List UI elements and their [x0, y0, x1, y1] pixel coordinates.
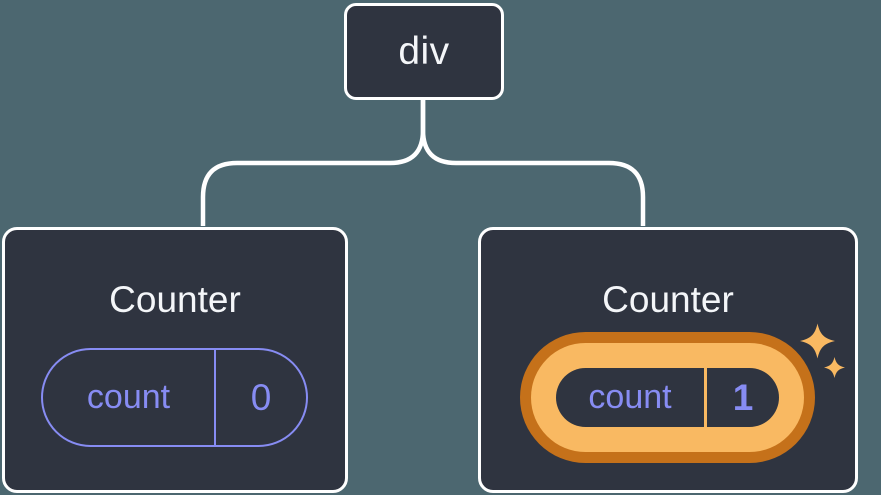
state-pill: count 0: [41, 348, 308, 447]
state-pill-highlight-ring-inner: count 1: [531, 343, 804, 452]
state-pill-highlighted: count 1: [556, 368, 779, 427]
counter-title: Counter: [602, 279, 734, 320]
sparkle-icon: [824, 357, 845, 378]
root-node-div: div: [344, 3, 504, 100]
counter-title: Counter: [109, 279, 241, 320]
counter-card-left: Counter count 0: [2, 227, 348, 493]
connector-right-branch: [420, 100, 646, 226]
state-key-label: count: [588, 378, 672, 416]
connector-left-branch: [200, 100, 426, 226]
state-pill-highlight-ring: count 1: [520, 332, 815, 463]
counter-card-right: Counter count 1: [478, 227, 858, 493]
state-pill-divider: [704, 368, 707, 427]
state-value: 1: [732, 376, 754, 418]
state-pill-divider: [214, 350, 216, 445]
sparkle-icon: [800, 323, 835, 359]
root-node-label: div: [398, 29, 450, 73]
state-value: 0: [250, 376, 272, 418]
state-key-label: count: [86, 378, 171, 416]
